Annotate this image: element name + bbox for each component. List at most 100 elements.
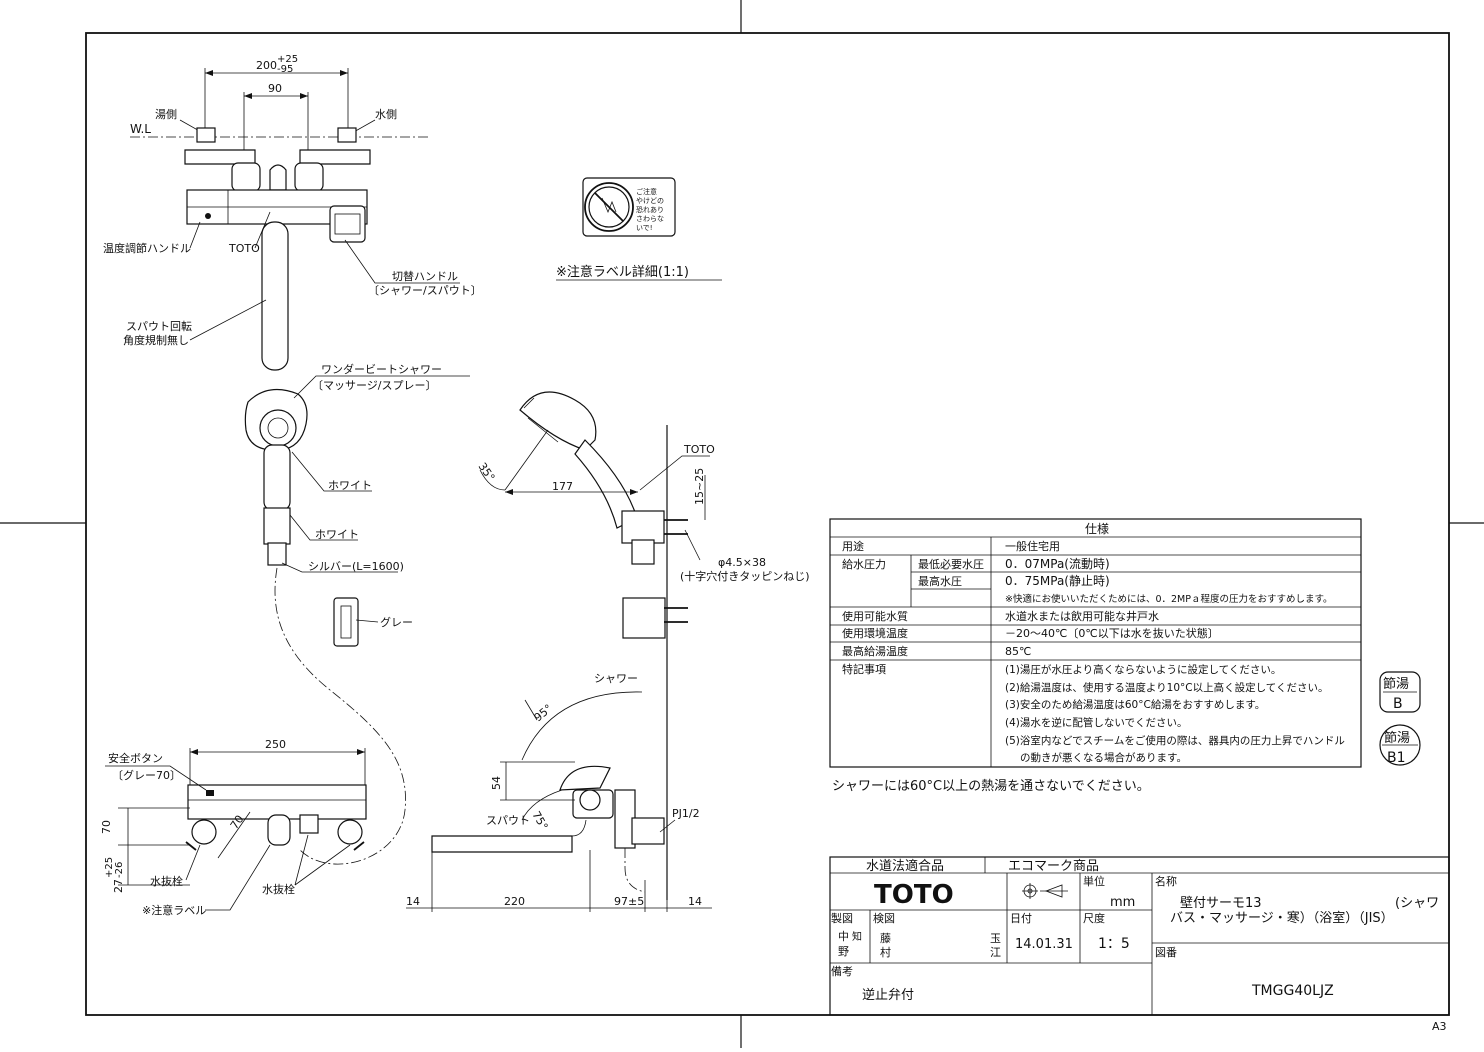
spout-rotation-1: スパウト回転 xyxy=(126,320,192,333)
drafter-b: 知 xyxy=(852,930,862,943)
spec-key-envtemp: 使用環境温度 xyxy=(842,626,908,640)
drawing-no: TMGG40LJZ xyxy=(1251,983,1334,999)
drafter-label: 製図 xyxy=(831,911,853,925)
spec-special-3: (3)安全のため給湯温度は60°C給湯をおすすめします。 xyxy=(1005,698,1265,711)
caution-label-label: ※注意ラベル xyxy=(142,903,206,917)
spec-special-1: (1)湯圧が水圧より高くならないように設定してください。 xyxy=(1005,663,1281,676)
stamp-b-bot: B xyxy=(1393,696,1403,712)
drafter-c: 野 xyxy=(838,945,849,958)
screw-spec-label: φ4.5×38 xyxy=(718,556,766,569)
scale-value: 1：5 xyxy=(1098,936,1130,952)
dim-70a: 70 xyxy=(100,820,113,834)
silver-hose-label: シルバー(L=1600) xyxy=(308,560,404,573)
drafter-a: 中 xyxy=(838,930,849,943)
stamp-b1-bot: B1 xyxy=(1387,750,1406,766)
spout-rotation-2: 角度規制無し xyxy=(123,333,189,347)
note-label: 備考 xyxy=(831,965,853,978)
checker-b: 村 xyxy=(880,945,891,959)
dim-27: 27 xyxy=(112,879,125,893)
date-label: 日付 xyxy=(1010,912,1032,925)
dim-200: 200 xyxy=(256,59,277,72)
spec-table: 仕様 用途 一般住宅用 給水圧力 最低必要水圧 0．07MPa(流動時) 最高水… xyxy=(829,518,1362,794)
angle-95: 95° xyxy=(532,702,555,724)
stamp-b-top: 節湯 xyxy=(1383,677,1409,692)
shower-sub-label: 〔マッサージ/スプレー〕 xyxy=(312,379,437,392)
checker-label: 検図 xyxy=(873,911,895,925)
dim-200-tol-dn: -95 xyxy=(277,64,293,75)
spec-key-min: 最低必要水圧 xyxy=(918,558,984,571)
safety-button-sub: 〔グレー70〕 xyxy=(112,768,181,782)
screw-spec-sub: (十字穴付きタッピンねじ) xyxy=(680,569,810,583)
dim-14a: 14 xyxy=(406,895,420,908)
white-label-2: ホワイト xyxy=(315,528,359,541)
spec-val-use: 一般住宅用 xyxy=(1005,539,1060,553)
svg-text:恐れあり: 恐れあり xyxy=(636,206,664,214)
svg-text:ご注意: ご注意 xyxy=(636,187,657,196)
brand-logo: TOTO xyxy=(874,880,954,910)
unit-label: 単位 xyxy=(1083,874,1105,888)
dim-250: 250 xyxy=(265,738,286,751)
spec-warning: シャワーには60°C以上の熱湯を通さないでください。 xyxy=(832,779,1150,794)
checker-a: 藤 xyxy=(880,932,891,945)
spec-val-recommend: ※快適にお使いいただくためには、0．2MPａ程度の圧力をおすすめします。 xyxy=(1005,593,1333,605)
drain-plug-label-2: 水抜栓 xyxy=(262,882,295,896)
stamp-b1-top: 節湯 xyxy=(1384,731,1410,746)
name-label: 名称 xyxy=(1155,874,1177,888)
dim-200-tol-up: +25 xyxy=(277,54,298,65)
spec-key-use: 用途 xyxy=(842,539,864,553)
pipe-thread-label: PJ1/2 xyxy=(672,807,700,820)
water-saving-stamps: 節湯 B 節湯 B1 xyxy=(1379,671,1421,766)
spec-val-max: 0．75MPa(静止時) xyxy=(1005,574,1110,588)
spec-special-2: (2)給湯温度は、使用する温度より10°C以上高く設定してください。 xyxy=(1005,681,1328,694)
switch-handle-label: 切替ハンドル xyxy=(392,269,458,283)
name-line-1b: (シャワ xyxy=(1395,896,1439,911)
spec-key-pressure: 給水圧力 xyxy=(842,557,886,571)
dim-15-25: 15~25 xyxy=(693,468,706,505)
name-line-2: バス・マッサージ・寒）（浴室）（JIS） xyxy=(1170,910,1394,926)
spec-special-5: (5)浴室内などでスチームをご使用の際は、器具内の圧力上昇でハンドル xyxy=(1005,734,1345,747)
dim-14b: 14 xyxy=(688,895,702,908)
svg-text:いで!: いで! xyxy=(636,224,653,232)
caution-label-detail: ※注意ラベル詳細(1:1) xyxy=(556,264,689,280)
unit-value: mm xyxy=(1110,895,1135,910)
dim-27-tol-up: +25 xyxy=(104,857,115,878)
spec-val-envtemp: －20～40℃〔0℃以下は水を抜いた状態〕 xyxy=(1005,626,1219,640)
dim-90: 90 xyxy=(268,82,282,95)
svg-text:さわらな: さわらな xyxy=(636,215,664,223)
dim-220: 220 xyxy=(504,895,525,908)
spec-title: 仕様 xyxy=(1085,522,1109,536)
switch-handle-sub: 〔シャワー/スパウト〕 xyxy=(368,284,482,297)
spec-special-6: の動きが悪くなる場合があります。 xyxy=(1020,751,1187,764)
caution-sticker: ご注意 やけどの 恐れあり さわらな いで! ※注意ラベル詳細(1:1) xyxy=(556,177,722,281)
toto-mark-label: TOTO xyxy=(228,242,260,255)
hot-side-label: 湯側 xyxy=(155,108,177,121)
drawing-no-label: 図番 xyxy=(1155,946,1177,959)
top-view: 200 +25 -95 90 W.L 湯側 水側 温度調節ハンドル xyxy=(103,54,482,371)
spout-label: スパウト xyxy=(486,814,530,827)
shower-name-label: ワンダービートシャワー xyxy=(321,362,442,376)
temp-handle-label: 温度調節ハンドル xyxy=(103,241,191,255)
paper-size: A3 xyxy=(1432,1020,1447,1033)
dim-97: 97±5 xyxy=(614,895,644,908)
spec-key-max: 最高水圧 xyxy=(918,574,962,588)
scale-label: 尺度 xyxy=(1083,911,1105,925)
svg-text:やけどの: やけどの xyxy=(636,197,664,205)
projection-symbol-icon xyxy=(1022,883,1068,899)
angle-75: 75° xyxy=(529,809,550,832)
water-law-label: 水道法適合品 xyxy=(866,858,944,874)
spec-key-water: 使用可能水質 xyxy=(842,609,908,623)
spec-val-water: 水道水または飲用可能な井戸水 xyxy=(1005,609,1159,623)
shower-label: シャワー xyxy=(594,672,638,685)
date-value: 14.01.31 xyxy=(1015,937,1073,952)
spec-special-4: (4)湯水を逆に配管しないでください。 xyxy=(1005,716,1188,729)
name-line-1: 壁付サーモ13 xyxy=(1180,896,1262,911)
checker-c: 玉 xyxy=(990,932,1001,945)
gray-hook-label: グレー xyxy=(380,615,413,629)
spec-val-maxtemp: 85℃ xyxy=(1005,645,1031,658)
dim-177: 177 xyxy=(552,480,573,493)
side-view: 35° 177 TOTO 15~25 φ4.5×38 (十字穴付きタッピンねじ)… xyxy=(406,391,810,912)
water-level-label: W.L xyxy=(130,122,151,136)
title-block: 水道法適合品 エコマーク商品 TOTO 単位 mm 名称 壁付サーモ13 (シャ… xyxy=(829,856,1450,1016)
